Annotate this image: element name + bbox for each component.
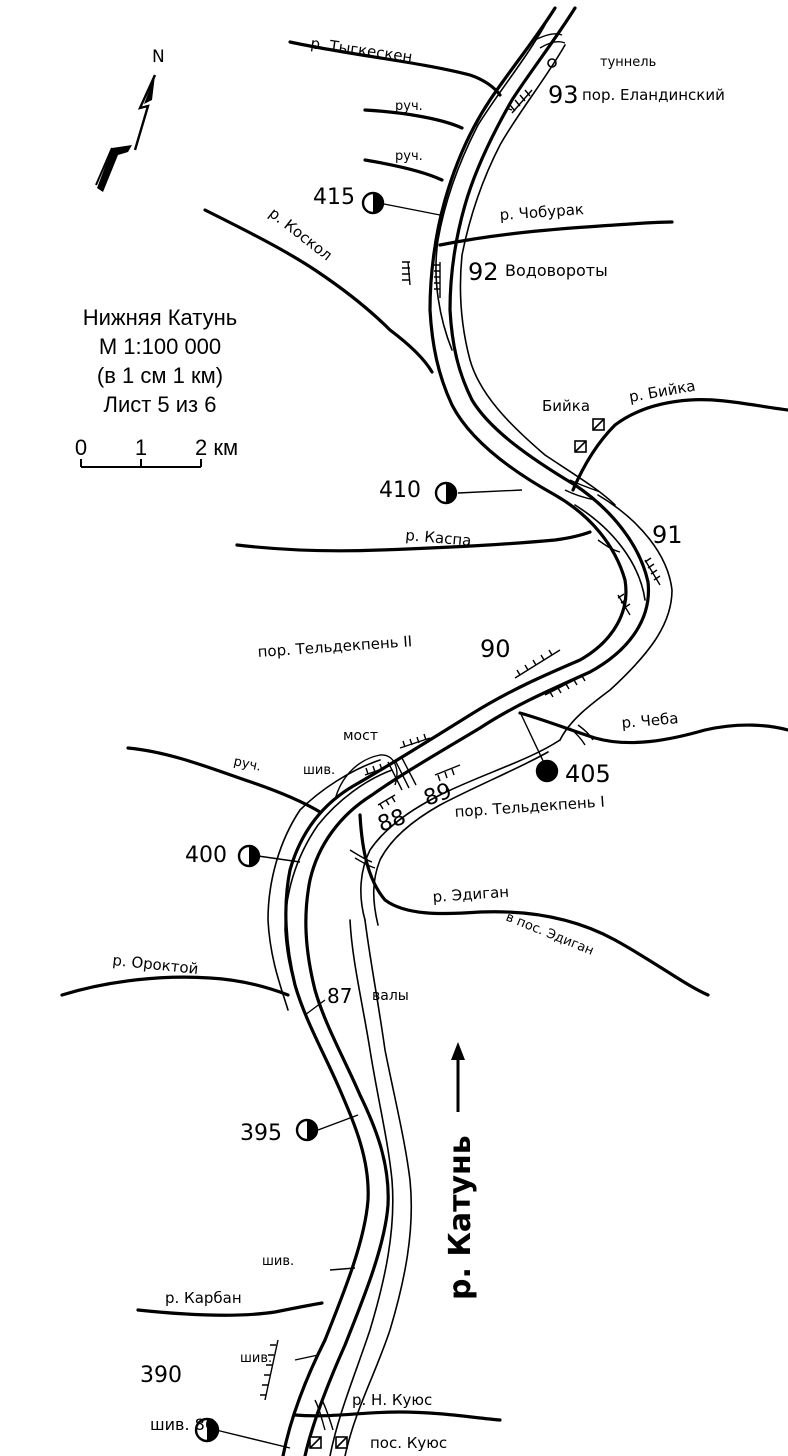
camp-label-395: 395 [240, 1121, 282, 1146]
label-cheba: р. Чеба [621, 709, 679, 732]
label-ruch-3: руч. [232, 754, 262, 774]
label-shiv-2: шив. [262, 1254, 294, 1269]
label-km87: 87 [327, 984, 352, 1008]
label-tygkesken: р. Тыгкескен [309, 34, 413, 66]
half-filled-circle-icon [434, 481, 458, 505]
label-km88: 88 [375, 805, 410, 838]
scale-tick-1: 1 [135, 435, 147, 460]
label-koskol: р. Коскол [266, 204, 336, 264]
stream-3 [126, 746, 322, 814]
label-ruch-1: руч. [395, 99, 423, 114]
tunnel-icon [547, 58, 557, 68]
label-shiv-3: шив. [240, 1351, 272, 1366]
river-koskol [203, 208, 434, 374]
label-tunnel: туннель [600, 55, 656, 70]
camp-label-400: 400 [185, 843, 227, 868]
rapid-marks [260, 89, 661, 1401]
river-labels: р. Тыгкескен руч. руч. р. Коскол р. Чобу… [112, 34, 697, 1409]
label-shiv-86: шив. 86 [150, 1415, 215, 1434]
river-tygkesken [288, 40, 502, 97]
camp-label-415: 415 [313, 185, 355, 210]
village-markers [309, 418, 605, 1449]
label-edigan: р. Эдиган [432, 883, 510, 906]
hatched-square-icon [592, 418, 605, 431]
main-river-left-bank [281, 6, 628, 1456]
map-title: Нижняя Катунь [83, 305, 237, 330]
label-biyka-village: Бийка [542, 397, 590, 415]
stream-2 [363, 158, 444, 182]
hatched-square-icon [574, 440, 587, 453]
river-biyka [571, 398, 788, 492]
scale-bar: 0 1 2 км [75, 435, 238, 468]
camp-leaders [215, 203, 546, 1449]
label-rapid-89: пор. Тельдекпень I [454, 793, 605, 821]
label-shiv-1: шив. [303, 763, 335, 778]
half-filled-circle-icon [535, 759, 559, 783]
label-km92: 92 [468, 258, 499, 286]
label-waves: валы [372, 988, 409, 1004]
hatched-square-icon [335, 1436, 348, 1449]
river-edigan [358, 813, 710, 997]
camp-label-410: 410 [379, 478, 421, 503]
river-oroktoy [60, 975, 290, 997]
main-river [281, 6, 651, 1456]
title-block: Нижняя Катунь М 1:100 000 (в 1 см 1 км) … [83, 305, 237, 417]
label-kuyus-village: пос. Куюс [370, 1434, 447, 1452]
camp-markers [194, 191, 559, 1443]
tributaries [60, 40, 788, 1422]
half-filled-circle-icon [237, 844, 261, 868]
main-river-right-bank [303, 6, 651, 1456]
hatched-square-icon [309, 1436, 322, 1449]
label-n-kuyus: р. Н. Куюс [352, 1391, 432, 1409]
river-karban [136, 1301, 324, 1317]
label-rapid-93: пор. Еландинский [582, 86, 725, 104]
scale-tick-0: 0 [75, 435, 87, 460]
crossings [294, 33, 621, 1431]
camp-label-390: 390 [140, 1363, 182, 1388]
map-scale: М 1:100 000 [99, 334, 221, 359]
river-cheba [518, 711, 788, 745]
main-river-label: р. Катунь [443, 1135, 478, 1300]
camp-labels: 415 410 405 400 395 390 [140, 185, 611, 1388]
north-label: N [152, 47, 165, 67]
river-n-kuyus [293, 1410, 502, 1422]
label-bridge: мост [343, 728, 378, 744]
bridge-loop [334, 754, 398, 801]
river-choburak [438, 220, 674, 247]
north-arrow-icon: N [95, 47, 165, 192]
road [267, 24, 673, 1456]
label-whirlpools: Водовороты [505, 261, 608, 280]
half-filled-circle-icon [295, 1118, 319, 1142]
camp-label-405: 405 [565, 760, 611, 788]
label-km90: 90 [480, 635, 511, 663]
stream-1 [363, 108, 464, 130]
label-km91: 91 [652, 521, 683, 549]
label-oroktoy: р. Ороктой [112, 951, 200, 978]
half-filled-circle-icon [361, 191, 385, 215]
label-km89: 89 [421, 779, 456, 812]
half-filled-circle-icon [194, 1417, 220, 1443]
scale-tick-2: 2 км [195, 435, 238, 460]
river-kaspa [235, 530, 592, 553]
label-choburak: р. Чобурак [499, 200, 584, 224]
label-rapid-90: пор. Тельдекпень II [257, 632, 413, 661]
flow-arrow-icon [451, 1042, 465, 1112]
label-karban: р. Карбан [165, 1289, 242, 1307]
label-km93: 93 [548, 81, 579, 109]
label-ruch-2: руч. [395, 149, 423, 164]
map-scale-note: (в 1 см 1 км) [97, 363, 223, 388]
label-kaspa: р. Каспа [405, 526, 472, 550]
map-sheet: Лист 5 из 6 [104, 392, 217, 417]
